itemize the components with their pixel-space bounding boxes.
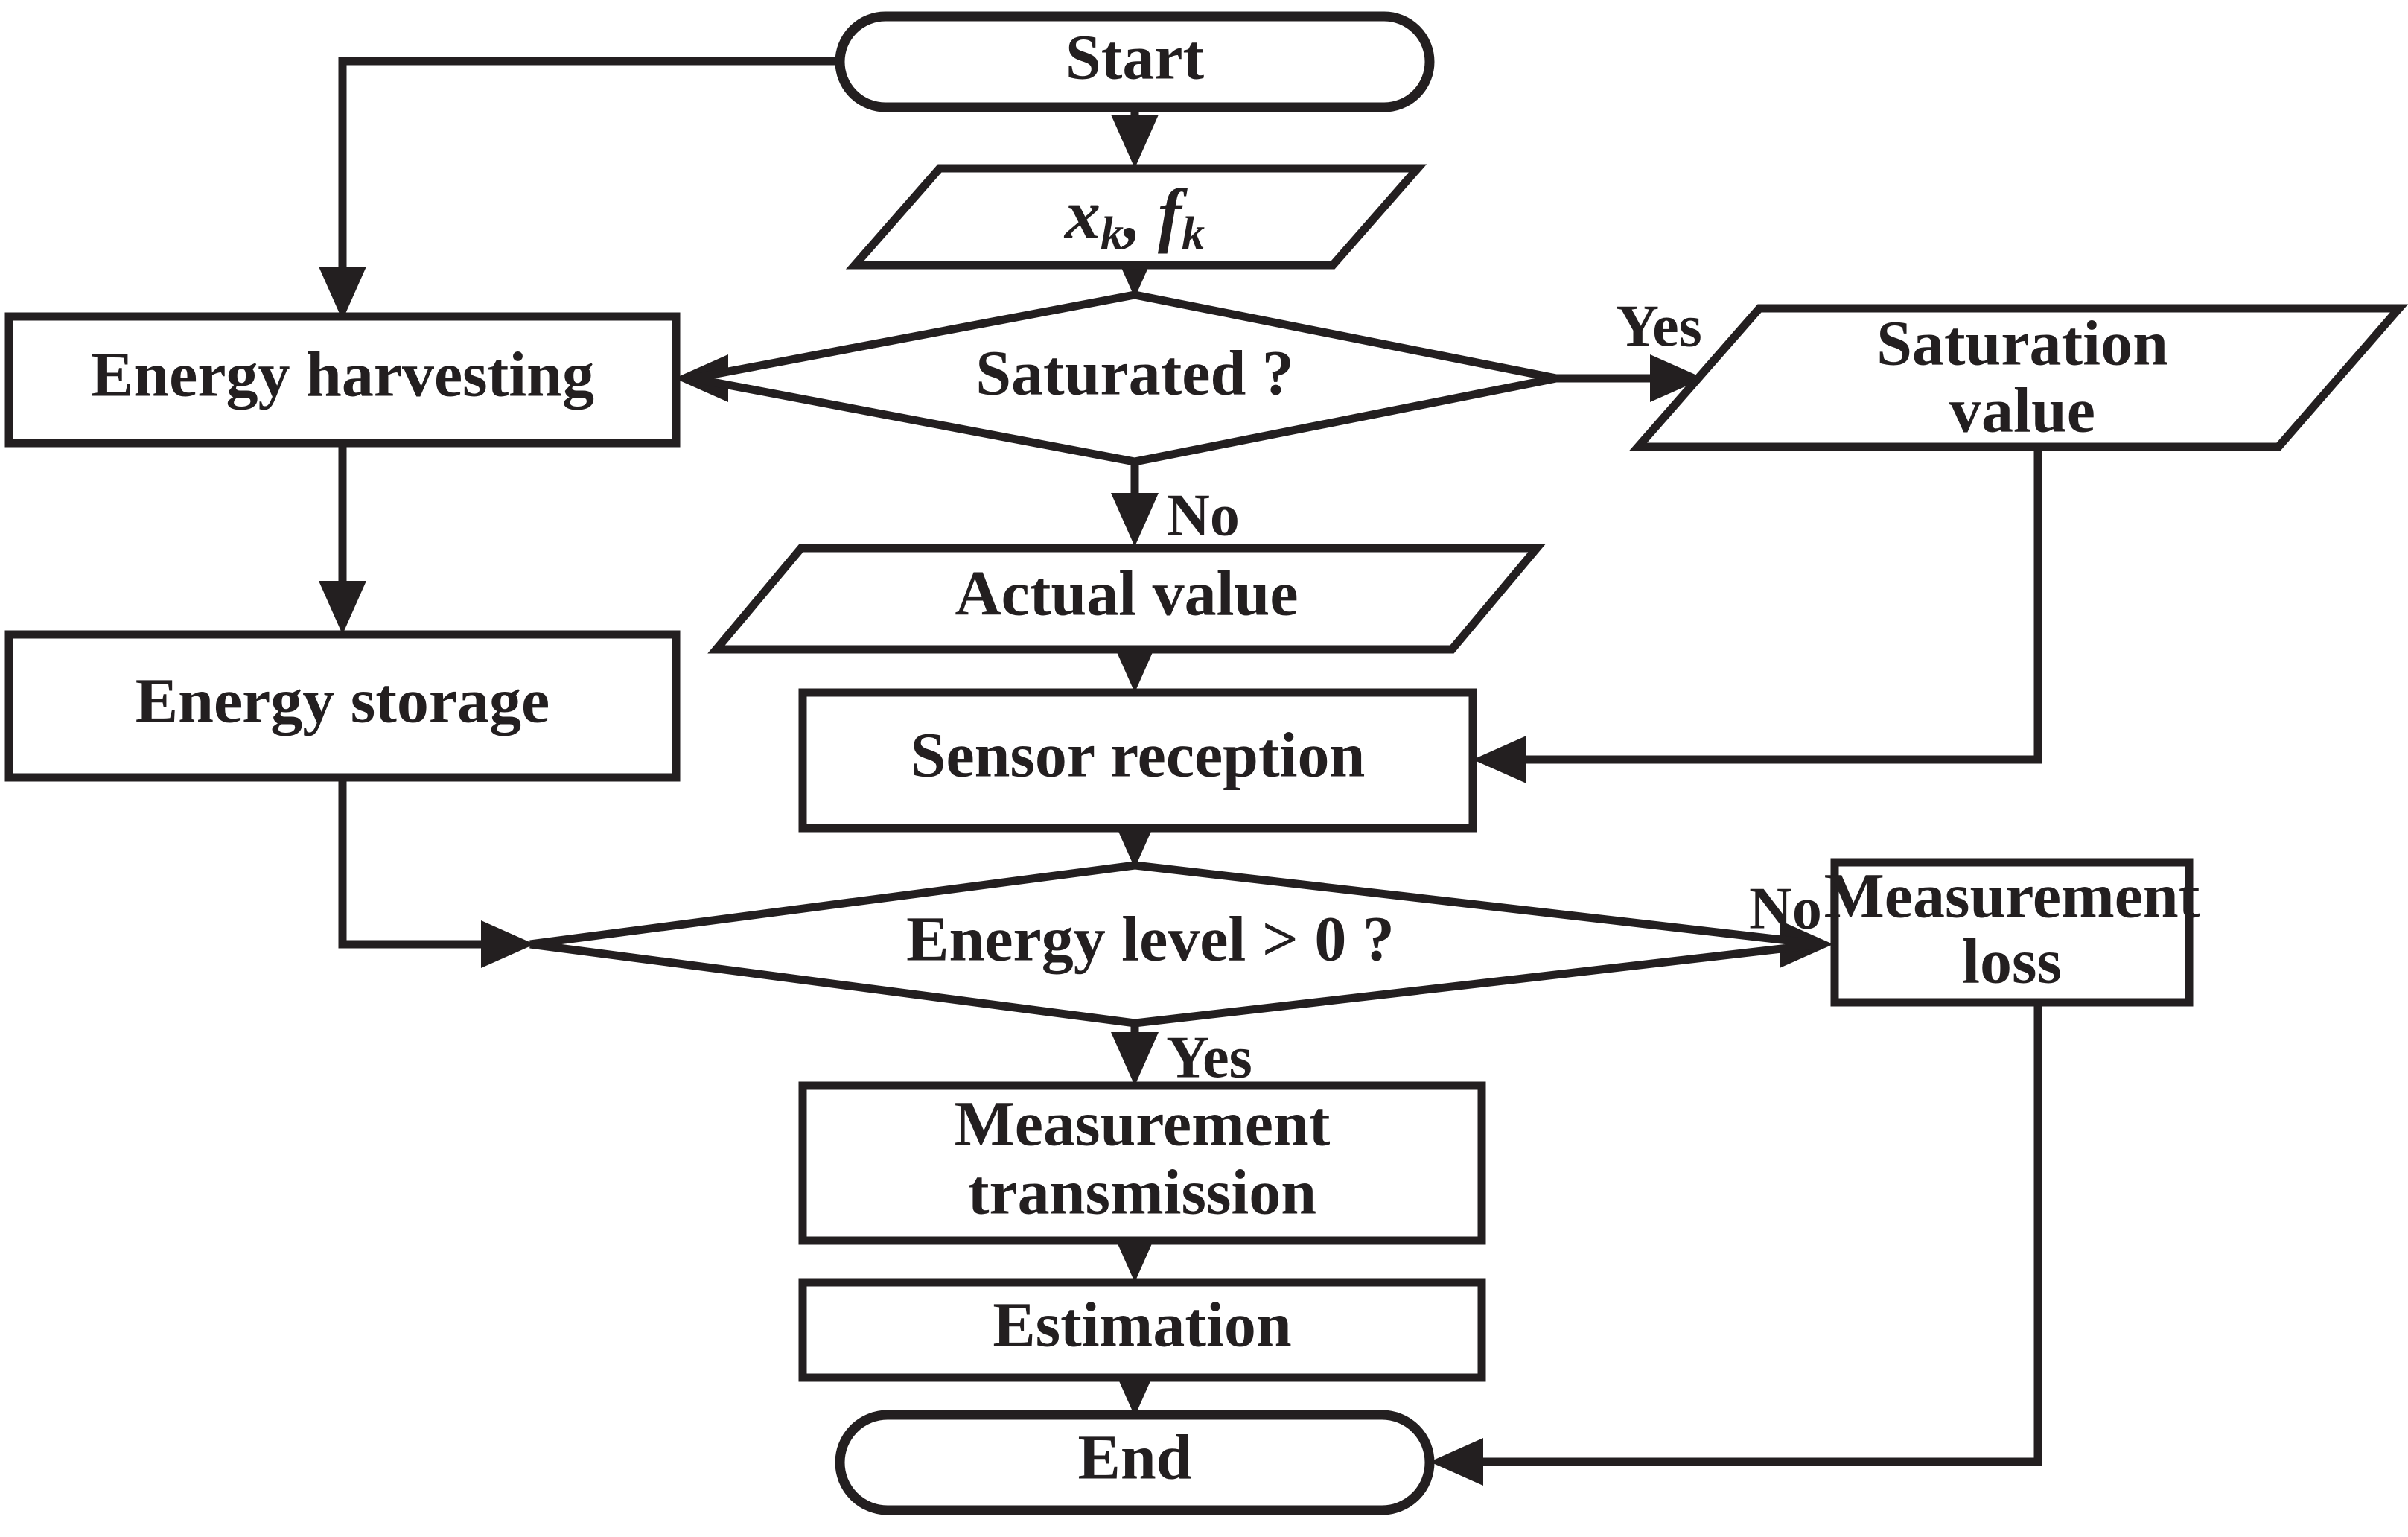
- input-sep: ,: [1121, 174, 1141, 254]
- measurement-transmission-line1: Measurement: [955, 1088, 1331, 1159]
- edge-label-energy-level-no: No: [1749, 876, 1822, 941]
- edge-energy-storage-to-energy-level: [338, 778, 491, 949]
- node-saturation-value[interactable]: Saturation value: [1628, 304, 2408, 451]
- input-var1: x: [1063, 174, 1101, 254]
- node-actual-value[interactable]: Actual value: [707, 544, 1546, 654]
- arrowhead-energy-harvesting-top: [319, 267, 366, 320]
- node-end[interactable]: End: [835, 1410, 1435, 1515]
- measurement-loss-line2: loss: [1962, 926, 2062, 997]
- arrowhead-actual-value-top: [1111, 493, 1159, 547]
- start-terminal-shape: [835, 11, 1435, 112]
- arrowhead-saturation-value-left: [1650, 354, 1704, 402]
- saturation-value-line1: Saturation: [1876, 308, 2168, 379]
- arrowhead-energy-storage-top: [319, 581, 366, 634]
- arrowhead-sensor-reception-right: [1473, 736, 1526, 783]
- edge-saturation-value-to-sensor-reception: [1512, 451, 2042, 764]
- saturation-value-parallelogram-shape: [1628, 304, 2408, 451]
- end-terminal-shape: [835, 1410, 1435, 1515]
- node-estimation[interactable]: Estimation: [798, 1278, 1486, 1382]
- energy-harvesting-label: Energy harvesting: [91, 339, 594, 410]
- measurement-loss-shape: [1830, 858, 2194, 1007]
- end-label: End: [1077, 1422, 1191, 1493]
- input-parallelogram-shape: [845, 164, 1427, 270]
- arrowhead-energy-level-left: [481, 920, 535, 968]
- arrowhead-measurement-transmission-top: [1111, 1032, 1159, 1086]
- edge-start-to-energy-harvesting: [338, 57, 840, 298]
- edge-label-saturated-yes: Yes: [1616, 293, 1702, 359]
- edge-label-energy-level-yes: Yes: [1166, 1025, 1252, 1090]
- energy-harvesting-shape: [4, 312, 681, 448]
- saturated-label: Saturated ?: [975, 337, 1294, 409]
- input-sub2: k: [1182, 209, 1205, 259]
- energy-storage-label: Energy storage: [136, 665, 550, 736]
- node-measurement-loss[interactable]: Measurement loss: [1824, 858, 2200, 1007]
- sensor-reception-label: Sensor reception: [911, 719, 1366, 791]
- node-sensor-reception[interactable]: Sensor reception: [798, 688, 1477, 833]
- saturation-value-line2: value: [1949, 375, 2095, 446]
- estimation-shape: [798, 1278, 1486, 1382]
- arrowhead-end-right: [1430, 1438, 1483, 1486]
- energy-storage-shape: [4, 630, 681, 782]
- actual-value-label: Actual value: [955, 558, 1298, 629]
- edge-measurement-loss-to-end: [1471, 1002, 2042, 1466]
- node-saturated-decision[interactable]: Saturated ?: [691, 290, 1558, 466]
- measurement-transmission-line2: transmission: [968, 1156, 1316, 1228]
- node-energy-level-decision[interactable]: Energy level > 0 ?: [529, 861, 1821, 1028]
- energy-level-diamond-shape: [529, 861, 1821, 1028]
- edge-labels-layer: Yes No No Yes: [1166, 293, 1822, 1090]
- sensor-reception-shape: [798, 688, 1477, 833]
- arrowhead-input-top: [1111, 115, 1159, 168]
- input-sub1: k: [1101, 209, 1124, 259]
- node-energy-harvesting[interactable]: Energy harvesting: [4, 312, 681, 448]
- start-label: Start: [1066, 22, 1205, 93]
- node-measurement-transmission[interactable]: Measurement transmission: [798, 1081, 1486, 1245]
- saturated-diamond-shape: [691, 290, 1558, 466]
- measurement-transmission-shape: [798, 1081, 1486, 1245]
- node-input-xk-fk[interactable]: xk,fk: [845, 164, 1427, 270]
- node-start[interactable]: Start: [835, 11, 1435, 112]
- node-energy-storage[interactable]: Energy storage: [4, 630, 681, 782]
- estimation-label: Estimation: [993, 1289, 1291, 1361]
- input-math-label: xk,fk: [1063, 174, 1205, 259]
- edge-label-saturated-no: No: [1167, 483, 1240, 548]
- measurement-loss-line1: Measurement: [1824, 860, 2200, 932]
- energy-level-label: Energy level > 0 ?: [906, 903, 1395, 975]
- actual-value-parallelogram-shape: [707, 544, 1546, 654]
